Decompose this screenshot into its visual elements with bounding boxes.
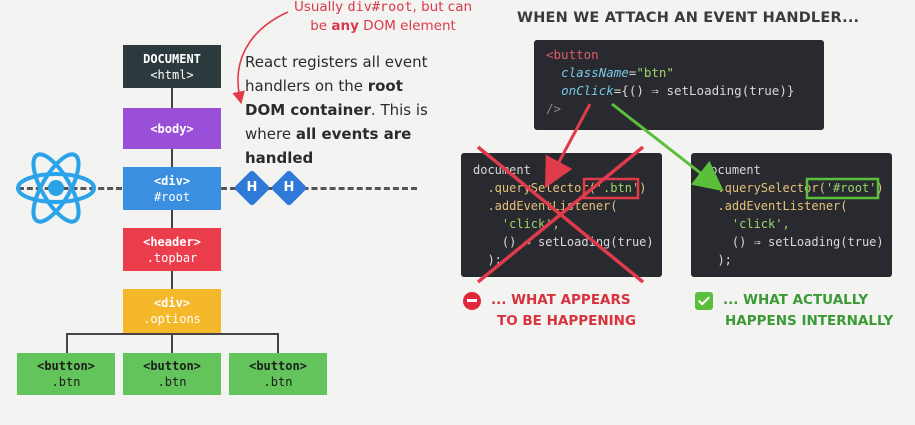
tree-connector <box>66 333 68 353</box>
explanation-text: React registers all event handlers on th… <box>245 50 435 170</box>
node-button: <button> .btn <box>229 353 327 395</box>
handler-badge-label: H <box>283 180 295 195</box>
tree-connector <box>277 333 279 353</box>
explanation-bold: root DOM container <box>245 77 403 119</box>
note-text: DOM element <box>358 18 456 34</box>
tree-connector <box>66 333 279 335</box>
code-block-actual: document .querySelector('#root') .addEve… <box>691 153 892 277</box>
code-line: .querySelector('#root') <box>703 179 892 197</box>
handler-badge: H <box>233 169 271 207</box>
code-token: () ⇒ setLoading(true) <box>628 83 787 98</box>
handler-badge: H <box>270 169 308 207</box>
node-button: <button> .btn <box>123 353 221 395</box>
jsx-code-block: <button className="btn" onClick={() ⇒ se… <box>534 40 824 130</box>
tree-connector <box>171 88 173 108</box>
tree-connector <box>171 210 173 228</box>
note-text: , but can be <box>310 0 473 34</box>
node-root-id: #root <box>153 189 191 204</box>
code-token: "btn" <box>636 65 674 80</box>
tree-connector <box>171 271 173 289</box>
note-emphasis: any <box>331 18 359 34</box>
node-button-tag: <button> <box>143 359 201 373</box>
root-dashed-line <box>221 187 417 190</box>
node-button-class: .btn <box>51 375 81 389</box>
label-actual: ... WHAT ACTUALLY HAPPENS INTERNALLY <box>695 290 893 332</box>
code-line: <button <box>546 46 824 64</box>
label-text: TO BE HAPPENING <box>497 313 637 329</box>
explanation-part: . This is where <box>245 101 428 143</box>
code-token: '.btn' <box>595 181 640 195</box>
code-line: document <box>703 163 761 177</box>
node-body: <body> <box>123 108 221 149</box>
code-token: .querySelector( <box>703 181 826 195</box>
code-token: /> <box>546 101 562 116</box>
node-options-class: .options <box>143 312 201 326</box>
handler-badge-label: H <box>246 180 258 195</box>
node-document-tag: <html> <box>150 67 194 82</box>
note-text: Usually <box>293 0 348 15</box>
no-entry-icon <box>463 291 481 310</box>
node-root-tag: <div> <box>153 173 191 188</box>
node-header-tag: <header> <box>143 234 201 249</box>
explanation-bold: all events are handled <box>245 125 412 167</box>
node-document-title: DOCUMENT <box>143 51 201 66</box>
node-button-tag: <button> <box>37 359 95 373</box>
code-line: ); <box>703 253 732 267</box>
code-token: <button <box>546 47 599 62</box>
note-code: div#root <box>347 0 413 15</box>
label-apparent: ... WHAT APPEARS TO BE HAPPENING <box>463 290 636 332</box>
code-token: } <box>786 83 795 98</box>
code-line: 'click', <box>703 217 790 231</box>
code-token: .querySelector( <box>473 181 596 195</box>
check-icon <box>695 291 713 310</box>
label-text: ... WHAT APPEARS <box>491 292 631 308</box>
node-button-tag: <button> <box>249 359 307 373</box>
code-line: () ⇒ setLoading(true) <box>703 235 884 249</box>
code-line: .querySelector('.btn') <box>473 179 662 197</box>
node-root: <div> #root <box>123 167 221 210</box>
node-options-tag: <div> <box>153 296 191 310</box>
code-line: 'click', <box>473 217 560 231</box>
tree-connector <box>171 149 173 167</box>
code-line: .addEventListener( <box>473 199 618 213</box>
code-token: className <box>561 65 629 80</box>
node-options: <div> .options <box>123 289 221 333</box>
node-button-class: .btn <box>263 375 293 389</box>
node-header-class: .topbar <box>146 250 198 265</box>
node-button-class: .btn <box>157 375 187 389</box>
code-line: document <box>473 163 531 177</box>
code-line: ); <box>473 253 502 267</box>
label-text: HAPPENS INTERNALLY <box>725 313 894 329</box>
node-document: DOCUMENT <html> <box>123 45 221 88</box>
code-token: ) <box>639 181 647 195</box>
section-heading: WHEN WE ATTACH AN EVENT HANDLER... <box>517 10 860 26</box>
node-header: <header> .topbar <box>123 228 221 271</box>
code-token: ) <box>876 181 884 195</box>
code-block-apparent: document .querySelector('.btn') .addEven… <box>461 153 662 277</box>
root-note: Usually div#root, but can be any DOM ele… <box>293 0 473 36</box>
code-line: /> <box>546 100 824 118</box>
code-token: ={ <box>613 83 629 98</box>
tree-connector <box>171 333 173 353</box>
node-button: <button> .btn <box>17 353 115 395</box>
code-token: '#root' <box>825 181 877 195</box>
node-body-tag: <body> <box>150 121 194 136</box>
label-text: ... WHAT ACTUALLY <box>723 292 869 308</box>
code-line: onClick={() ⇒ setLoading(true)} <box>546 82 824 100</box>
code-line: () ⇒ setLoading(true) <box>473 235 654 249</box>
react-logo-icon <box>16 152 96 224</box>
code-line: .addEventListener( <box>703 199 848 213</box>
code-line: className="btn" <box>561 65 674 80</box>
code-token: onClick <box>561 83 614 98</box>
